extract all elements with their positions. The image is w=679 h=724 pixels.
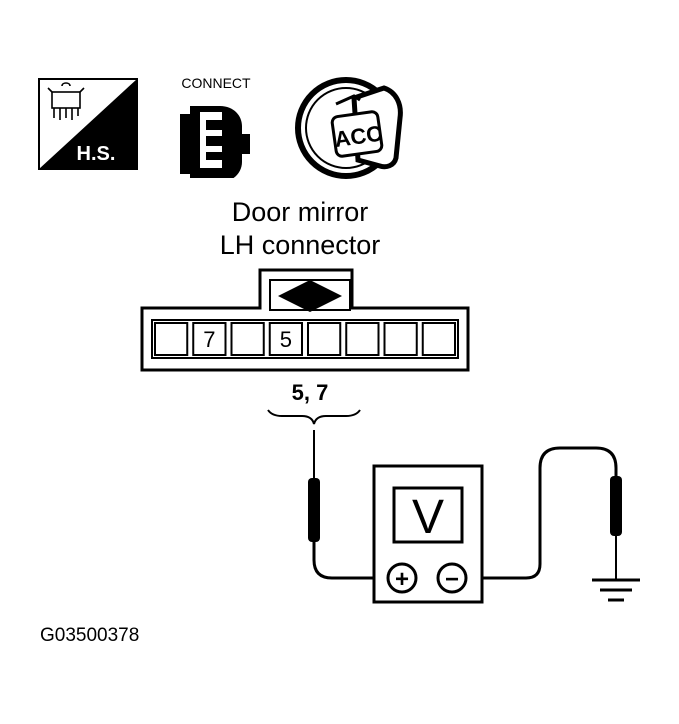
negative-test-probe <box>466 446 622 580</box>
hand-tools-icon: H.S. <box>38 78 138 170</box>
voltmeter-display <box>392 486 464 544</box>
connector-cavity <box>192 322 227 356</box>
voltmeter: V + − <box>372 464 484 604</box>
terminal-numbers-label: 5, 7 <box>291 380 329 405</box>
positive-terminal <box>386 562 418 594</box>
terminal-brace <box>267 409 361 425</box>
connector-cavity <box>230 322 265 356</box>
connector-cavity <box>345 322 380 356</box>
voltmeter-display-value: V <box>412 491 444 544</box>
connector-title-line2: LH connector <box>219 230 381 260</box>
harness-side-badge: H.S. <box>38 78 138 170</box>
connect-badge: CONNECT <box>166 74 266 182</box>
ignition-acc-badge: ACC <box>292 70 410 184</box>
cavity-number: 7 <box>203 327 215 352</box>
connector-title-line1: Door mirror <box>231 197 369 227</box>
connector-plug-icon: CONNECT <box>180 75 251 182</box>
positive-test-probe <box>308 430 380 580</box>
connector-cavity <box>268 322 303 356</box>
connector-title: Door mirror LH connector <box>150 196 450 262</box>
ignition-key-icon: ACC <box>295 77 403 179</box>
hs-label: H.S. <box>77 143 116 165</box>
connector-cavity <box>154 322 189 356</box>
negative-terminal <box>436 562 468 594</box>
connector-cavity <box>307 322 342 356</box>
diagram-code: G03500378 <box>40 625 140 646</box>
cavity-number: 5 <box>280 327 292 352</box>
connector-key-diamond <box>278 280 342 312</box>
connector-cavity <box>421 322 456 356</box>
connector-cavity <box>383 322 418 356</box>
positive-terminal-sign: + <box>395 566 409 593</box>
negative-terminal-sign: − <box>445 566 459 593</box>
ground-symbol <box>592 548 640 602</box>
connect-label: CONNECT <box>181 75 251 91</box>
